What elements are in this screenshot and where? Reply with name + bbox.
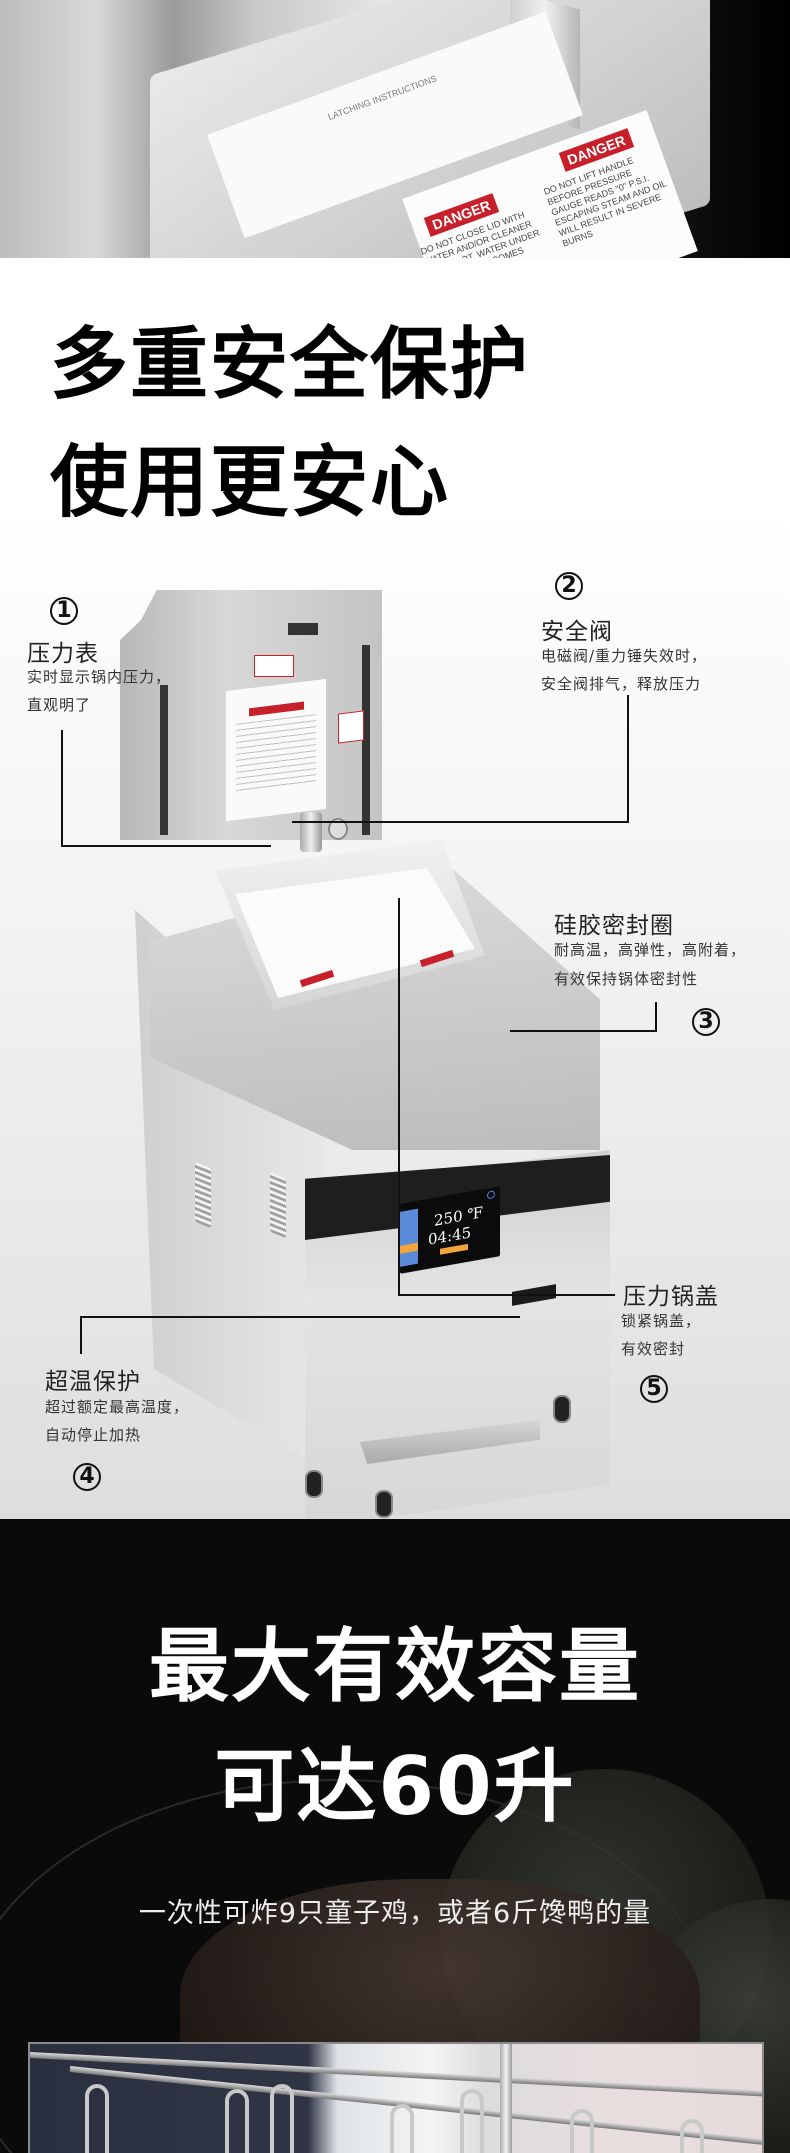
leader-line-3-vertical [655,1002,657,1032]
capacity-title-line1: 最大有效容量 [149,1620,641,1713]
capacity-section: 最大有效容量 可达60升 一次性可炸9只童子鸡，或者6斤馋鸭的量 [0,1519,790,2153]
feature-1-desc-line2: 直观明了 [27,696,92,714]
hook-2 [225,2089,249,2153]
feature-4-title: 超温保护 [45,1369,141,1395]
hooks-photo [28,2042,764,2153]
feature-5-desc-line2: 有效密封 [621,1340,686,1358]
feature-5-desc-line1: 锁紧锅盖， [621,1312,702,1330]
feature-3-desc-line1: 耐高温，高弹性，高附着， [554,941,747,959]
leader-line-1-vertical [61,730,63,846]
feature-2-desc-line2: 安全阀排气，释放压力 [541,675,702,693]
leader-line-2-vertical [627,695,629,823]
feature-1-title: 压力表 [27,641,99,667]
hook-3 [270,2084,294,2153]
feature-4-desc-line2: 自动停止加热 [45,1426,142,1444]
hook-6 [570,2109,594,2153]
feature-3-number-badge: 3 [692,1008,720,1036]
hook-4 [390,2104,414,2153]
leader-line-3-horizontal [510,1030,657,1032]
capacity-subtitle: 一次性可炸9只童子鸡，或者6斤馋鸭的量 [138,1898,652,1929]
leader-line-1-horizontal [61,845,271,847]
capacity-title-line2: 可达60升 [214,1740,576,1833]
feature-2-number-badge: 2 [555,572,583,600]
safety-headline-line1: 多重安全保护 [50,320,531,410]
feature-2-title: 安全阀 [541,619,613,645]
leader-line-4-horizontal [80,1316,520,1318]
feature-5-title: 压力锅盖 [623,1284,719,1310]
vertical-pole [500,2044,512,2153]
leader-line-4-vertical [80,1316,82,1354]
lid-closeup-photo: LATCHING INSTRUCTIONS DANGER DO NOT CLOS… [0,0,790,258]
leader-line-5-vertical [398,898,400,1295]
hook-7 [680,2119,704,2153]
safety-headline-line2: 使用更安心 [50,438,451,528]
leader-line-2-horizontal [292,821,629,823]
feature-2-desc-line1: 电磁阀/重力锤失效时， [541,647,708,665]
leader-line-5-horizontal [398,1294,615,1296]
hook-1 [85,2084,109,2153]
feature-4-number-badge: 4 [73,1463,101,1491]
feature-1-number-badge: 1 [50,597,78,625]
feature-1-desc-line1: 实时显示锅内压力， [27,668,172,686]
feature-3-desc-line2: 有效保持锅体密封性 [554,970,699,988]
feature-5-number-badge: 5 [640,1375,668,1403]
feature-3-title: 硅胶密封圈 [554,913,674,939]
feature-4-desc-line1: 超过额定最高温度， [45,1398,190,1416]
hook-5 [460,2089,484,2153]
